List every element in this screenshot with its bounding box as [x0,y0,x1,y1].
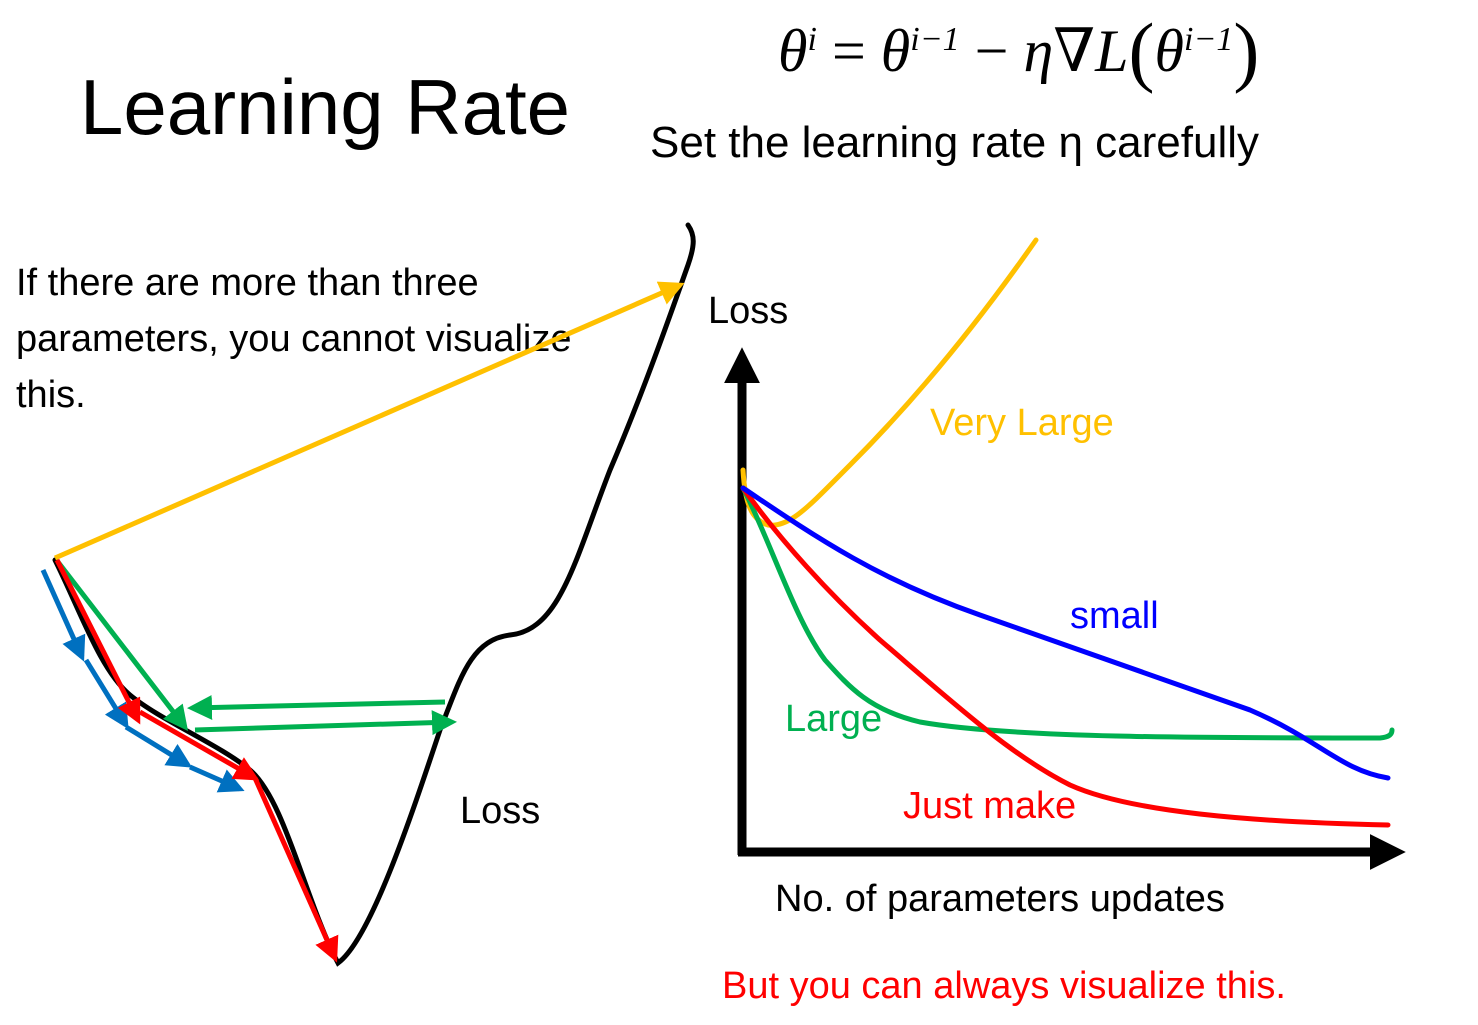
formula-theta: θ [778,18,808,84]
footer-note: But you can always visualize this. [722,965,1286,1007]
just-make-step-arrow-2 [138,709,260,781]
formula-rparen: ) [1233,7,1260,94]
formula-theta-prev: θ [880,18,911,84]
curve-just-make [740,485,1391,828]
loss-surface-curve [52,222,696,967]
just-make-step-arrow-1 [54,558,141,725]
formula-loss: L [1095,18,1129,84]
small-step-arrow-3 [124,724,193,768]
formula-sup-arg: i−1 [1184,21,1234,58]
curve-small [740,485,1391,781]
large-step-arrow-1 [56,560,189,731]
y-axis-label: Loss [708,290,789,332]
label-large: Large [785,698,883,740]
formula-eta: η [1023,18,1054,84]
loss-surface-label: Loss [460,790,541,832]
large-step-arrow-3 [187,695,446,721]
large-step-arrow-2 [194,710,457,736]
note-text: If there are more than three parameters,… [16,262,572,416]
x-axis-label: No. of parameters updates [775,878,1225,920]
formula-theta-arg: θ [1154,18,1185,84]
very-large-step-arrow [53,281,685,561]
formula-equals: = [816,18,881,84]
formula-sup-i: i [807,21,817,58]
label-small: small [1070,595,1159,637]
formula-sup-prev: i−1 [910,21,960,58]
formula-nabla: ∇ [1053,18,1096,84]
formula-minus: − [959,18,1024,84]
slide-title: Learning Rate [80,63,571,151]
update-formula: θi = θi−1 − η∇L(θi−1) [778,6,1259,96]
curve-very-large [740,237,1039,528]
small-step-arrow-4 [188,764,245,793]
just-make-step-arrow-3 [252,776,339,963]
label-just-make: Just make [903,785,1077,827]
label-very-large: Very Large [930,402,1114,444]
formula-lparen: ( [1128,7,1155,94]
subtitle: Set the learning rate η carefully [650,118,1260,167]
curve-large [740,485,1395,741]
small-step-arrow-1 [40,568,86,662]
